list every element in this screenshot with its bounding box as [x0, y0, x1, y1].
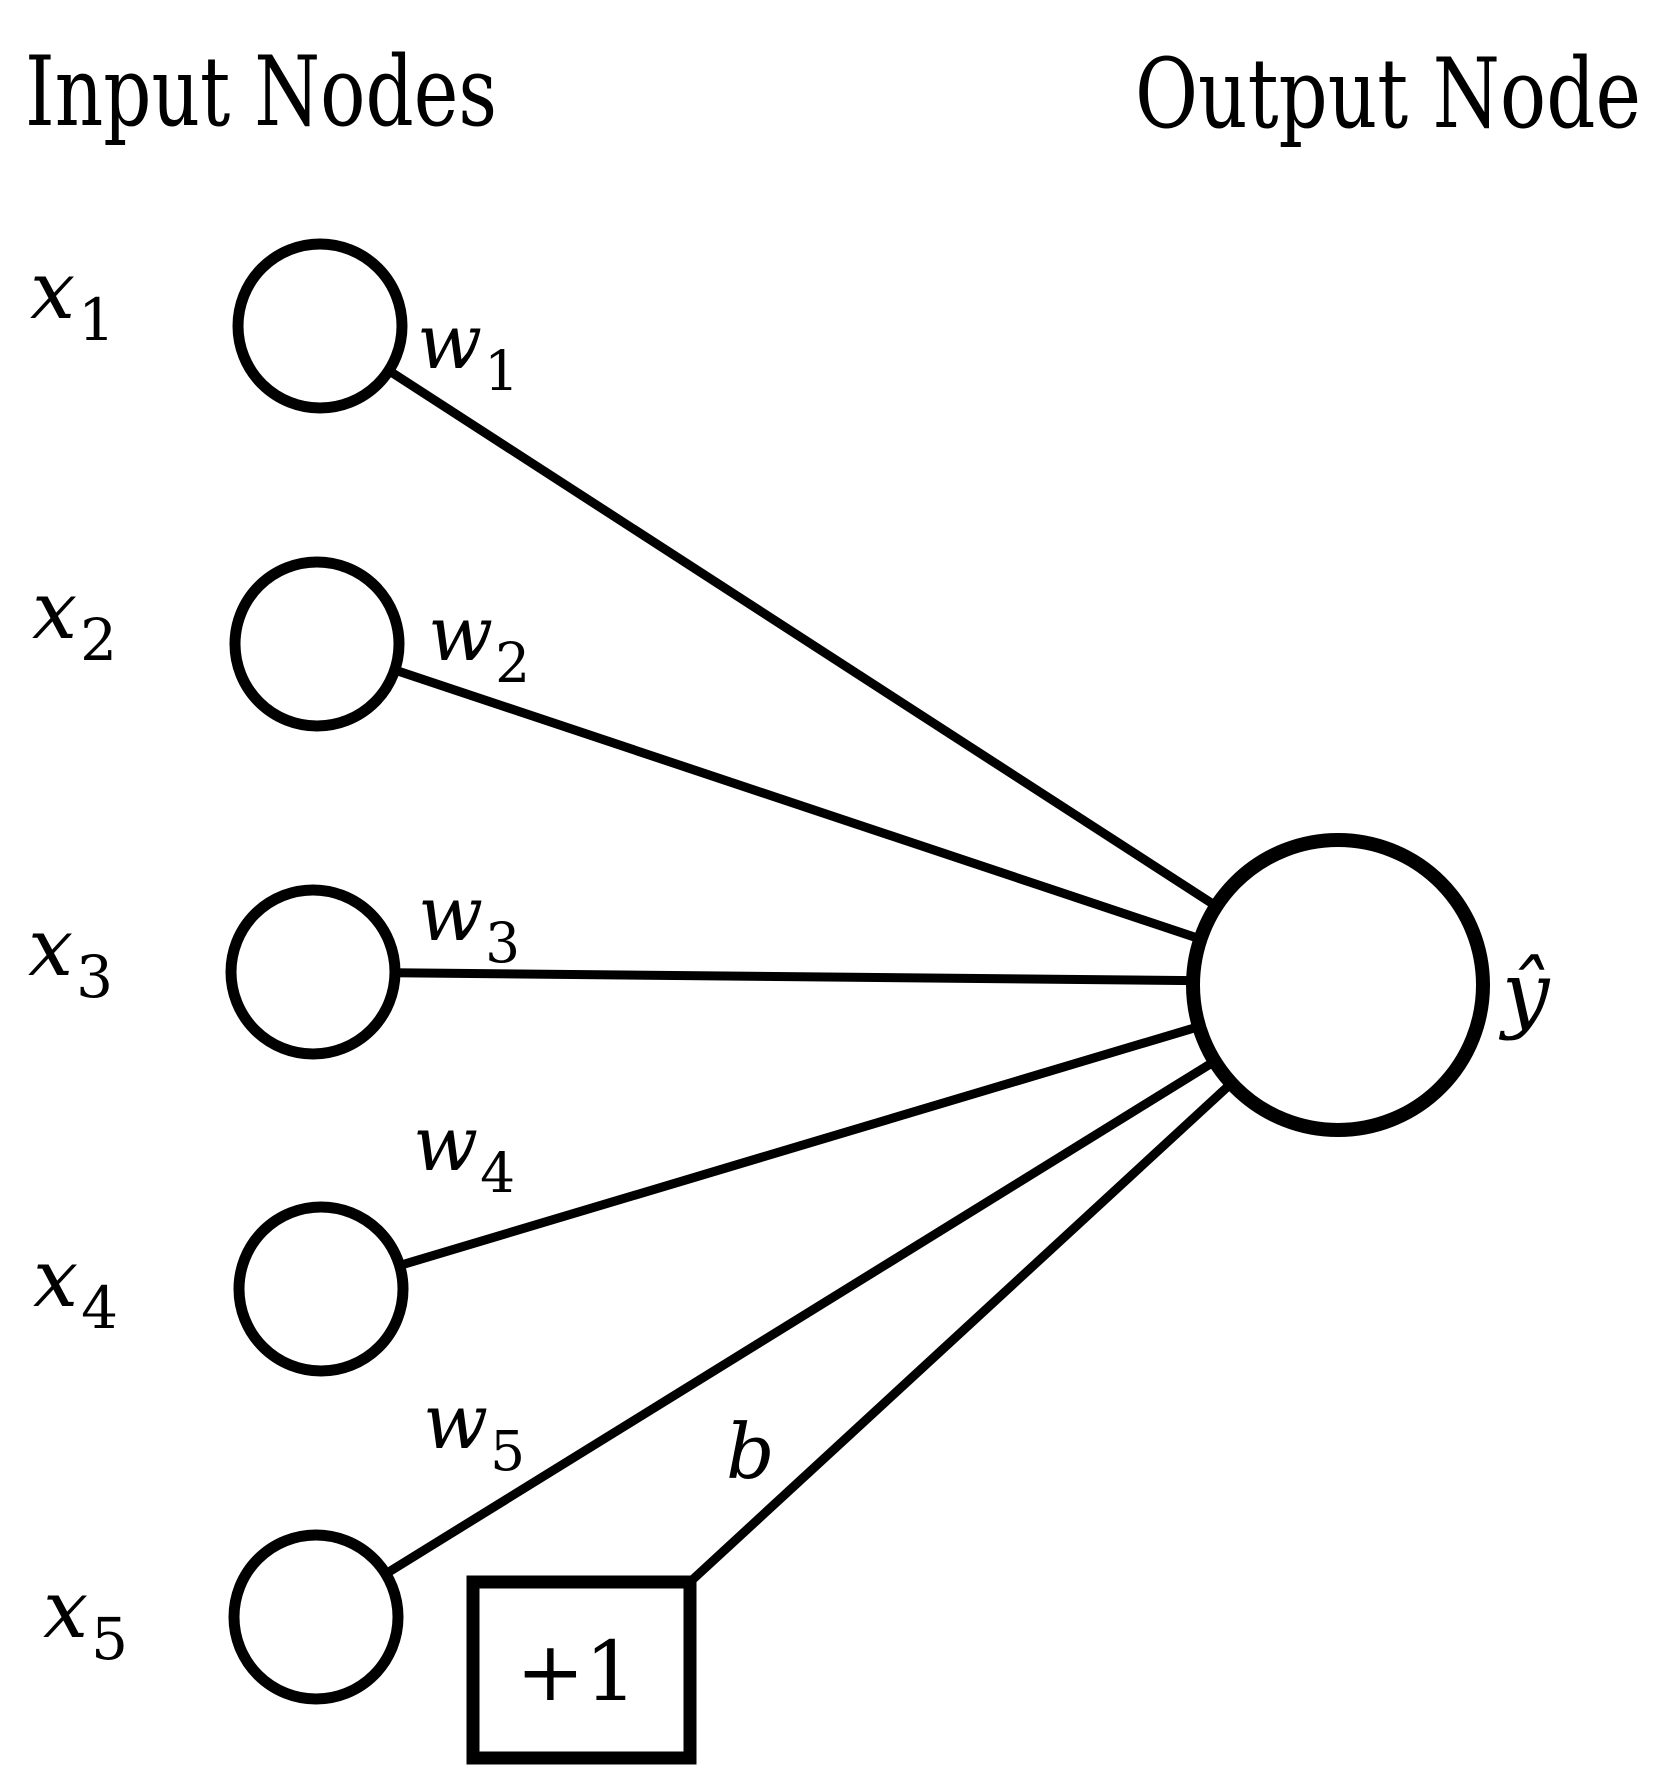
label-w1-base: w — [417, 297, 482, 386]
label-x1: x1 — [30, 244, 115, 354]
label-w1-sub: 1 — [484, 339, 519, 403]
label-x3-sub: 3 — [76, 943, 113, 1011]
input-node-x4 — [233, 1201, 409, 1377]
edge-w2 — [315, 639, 1340, 990]
label-x5-base: x — [43, 1563, 88, 1656]
input-node-x3 — [225, 884, 401, 1060]
label-x4-base: x — [33, 1232, 78, 1325]
label-w5: w5 — [423, 1377, 525, 1483]
output-node — [1186, 833, 1490, 1137]
edges — [312, 322, 1342, 1621]
edge-w5 — [313, 981, 1341, 1621]
label-bias-plus-one: +1 — [516, 1625, 637, 1720]
label-x4: x4 — [33, 1232, 118, 1342]
label-x2-base: x — [32, 564, 77, 657]
label-x1-sub: 1 — [78, 286, 115, 354]
edge-w3 — [312, 967, 1339, 987]
label-x1-base: x — [30, 244, 75, 337]
edge-w1 — [317, 322, 1341, 989]
label-bias-b: b — [726, 1407, 775, 1496]
bias-node-box — [466, 1575, 697, 1765]
label-x3-base: x — [28, 901, 73, 994]
label-x5-sub: 5 — [91, 1605, 128, 1673]
label-x2: x2 — [32, 564, 117, 674]
label-w3-sub: 3 — [485, 911, 520, 975]
label-w5-sub: 5 — [490, 1419, 525, 1483]
label-x4-sub: 4 — [81, 1274, 118, 1342]
label-w2: w2 — [428, 589, 530, 695]
input-node-x1 — [232, 238, 408, 414]
label-w4-sub: 4 — [480, 1141, 515, 1205]
label-x5: x5 — [43, 1563, 128, 1673]
edge-w4 — [319, 980, 1340, 1294]
input-nodes-title: Input Nodes — [25, 36, 497, 148]
label-w4-base: w — [413, 1099, 478, 1188]
input-node-x2 — [229, 556, 405, 732]
label-w2-sub: 2 — [495, 631, 530, 695]
label-y-hat: ŷ — [1498, 944, 1551, 1042]
label-w4: w4 — [413, 1099, 515, 1205]
label-x2-sub: 2 — [80, 606, 117, 674]
output-node-title: Output Node — [1135, 38, 1641, 150]
label-w3: w3 — [418, 869, 520, 975]
label-w2-base: w — [428, 589, 493, 678]
label-w1: w1 — [417, 297, 519, 403]
label-x3: x3 — [28, 901, 113, 1011]
label-w5-base: w — [423, 1377, 488, 1466]
label-w3-base: w — [418, 869, 483, 958]
input-node-x5 — [228, 1529, 404, 1705]
